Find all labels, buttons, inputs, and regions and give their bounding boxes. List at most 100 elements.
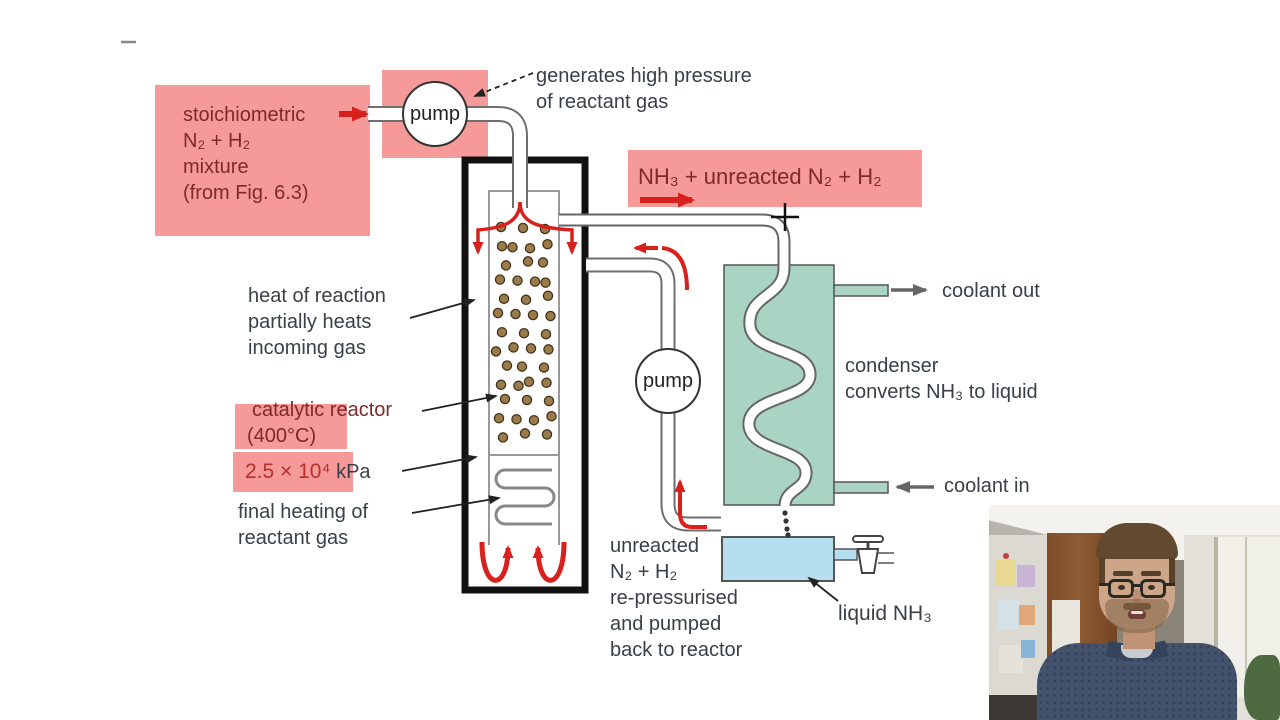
heat-label-line: incoming gas (248, 337, 366, 359)
mustache (1123, 603, 1151, 610)
catalyst-dot (529, 276, 541, 287)
catalyst-dot (540, 277, 551, 288)
fridge-paper (997, 600, 1019, 630)
pump-recycle: pump (635, 348, 701, 414)
glasses-bridge (1133, 584, 1141, 587)
catalytic-leader-arrow (421, 393, 498, 412)
recycle-note-line: unreacted (610, 535, 699, 557)
tap-inlet (833, 548, 858, 561)
catalyst-dot (518, 327, 530, 339)
catalyst-dot (517, 222, 529, 234)
final-heating-label: final heating of reactant gas (238, 499, 368, 551)
burner-arrow-right (532, 541, 567, 583)
tap-outlet (878, 552, 894, 564)
catalyst-dot (516, 361, 528, 372)
window-frame (1245, 537, 1247, 697)
teeth (1131, 611, 1143, 614)
coolant-out-label: coolant out (942, 280, 1040, 302)
product-stream-label: NH₃ + unreacted N₂ + H₂ (638, 164, 882, 189)
catalyst-dot (523, 376, 535, 388)
cursor-crosshair (771, 203, 799, 231)
product-pipe (559, 215, 815, 507)
condenser-label: condenser converts NH₃ to liquid (845, 353, 1038, 405)
tap-valve (833, 535, 894, 574)
catalyst-dot (497, 432, 509, 443)
catalyst-dot (522, 256, 534, 267)
feed-label-line: N₂ + H₂ (183, 130, 251, 152)
recycle-arrow-up-to-pump (674, 479, 707, 529)
liquid-product-label: liquid NH₃ (838, 602, 932, 625)
heat-leader-arrow (409, 298, 476, 319)
generates-leader-arrow (473, 72, 534, 97)
feed-label: stoichiometric N₂ + H₂ mixture (from Fig… (183, 102, 309, 206)
catalyst-dot (543, 344, 554, 355)
pressure-leader-arrow (401, 454, 478, 472)
coolant-in-pipe (833, 481, 889, 494)
feed-label-line: mixture (183, 156, 249, 178)
catalyst-dot (521, 394, 533, 406)
final-heating-line: reactant gas (238, 527, 349, 549)
catalyst-dot (524, 242, 536, 254)
catalyst-dot (513, 380, 524, 392)
catalyst-dot (520, 294, 532, 306)
heat-of-reaction-label: heat of reaction partially heats incomin… (248, 283, 386, 361)
catalyst-dots (490, 221, 557, 443)
pressure-highlight-box (233, 452, 353, 492)
nose (1133, 589, 1141, 603)
catalyst-dot (525, 343, 537, 354)
liquid-leader-arrow (807, 576, 839, 602)
heater-coil (494, 468, 556, 526)
catalyst-dot (541, 429, 553, 440)
eyebrow-left (1113, 571, 1133, 576)
final-heating-line: final heating of (238, 501, 369, 523)
catalyst-dot (495, 379, 507, 391)
generates-label: generates high pressure of reactant gas (536, 63, 752, 115)
catalyst-dot (496, 326, 508, 338)
catalyst-dot (508, 342, 519, 353)
catalyst-dot (510, 308, 521, 320)
condenser-label-line: converts NH₃ to liquid (845, 381, 1038, 403)
catalyst-dot (498, 293, 510, 305)
catalyst-dot (511, 413, 522, 425)
recycle-note-line: re-pressurised (610, 587, 738, 609)
recycle-note-line: and pumped (610, 613, 722, 635)
condenser-vessel (723, 264, 835, 506)
catalyst-dot (542, 238, 553, 250)
tap-handle (852, 535, 884, 543)
heat-label-line: partially heats (248, 311, 372, 333)
recycle-pipe-lower (662, 412, 721, 530)
catalyst-bed (488, 190, 560, 456)
catalyst-dot (537, 257, 549, 268)
glasses-arm-right (1165, 583, 1175, 586)
pump-top: pump (402, 81, 468, 147)
catalyst-dot (499, 393, 511, 405)
pump-recycle-label: pump (642, 369, 694, 392)
catalyst-dot (527, 309, 539, 321)
catalyst-dot (538, 362, 550, 373)
feed-label-line: (from Fig. 6.3) (183, 182, 309, 204)
catalyst-dot (492, 307, 504, 319)
fridge-paper (999, 645, 1023, 673)
catalyst-dot (545, 310, 556, 322)
catalyst-dot (541, 377, 552, 389)
condenser-label-line: condenser (845, 355, 939, 377)
catalyst-dot (512, 275, 523, 286)
recycle-pipe-lower-outline (660, 412, 721, 532)
eye-left (1118, 585, 1125, 590)
catalyst-dot (507, 241, 518, 253)
catalyst-dot (542, 290, 554, 302)
recycle-arrow-curve (661, 246, 689, 291)
presenter-hair (1096, 523, 1178, 559)
catalyst-dot (543, 395, 555, 407)
eyebrow-right (1141, 571, 1161, 576)
final-heating-leader-arrow (411, 495, 501, 514)
plant (1244, 655, 1280, 720)
fridge-paper (995, 560, 1015, 586)
catalyst-dot (546, 410, 557, 422)
fridge-paper (1017, 565, 1035, 587)
glasses-arm-left (1099, 583, 1109, 586)
liquid-tank (721, 536, 835, 582)
catalyst-dot (493, 412, 505, 424)
